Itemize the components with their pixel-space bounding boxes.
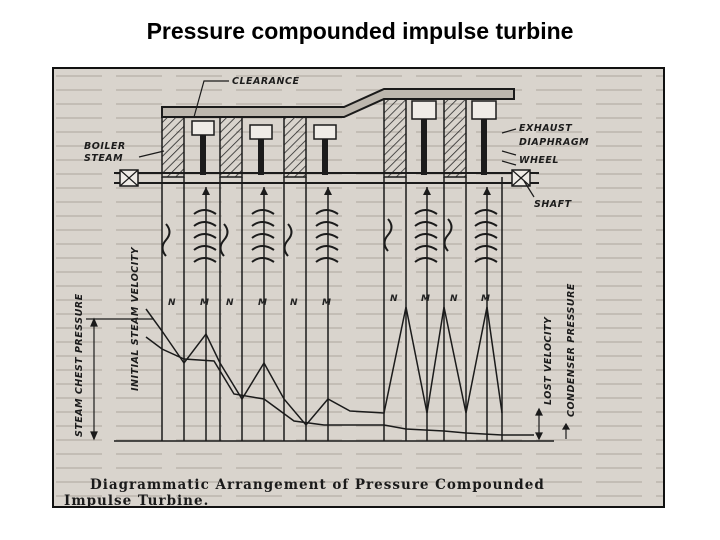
wheels [191, 100, 497, 175]
slide-title: Pressure compounded impulse turbine [146, 18, 574, 44]
initial-steam-velocity-label: INITIAL STEAM VELOCITY [130, 246, 141, 391]
moving-mark: M [322, 298, 331, 308]
diaphragms [161, 98, 467, 178]
nozzle-mark: N [168, 298, 176, 308]
boiler-steam-label-2: STEAM [84, 153, 123, 164]
diaphragm-label: DIAPHRAGM [519, 137, 589, 148]
dimension-lines [86, 317, 571, 441]
shaft-label: SHAFT [534, 199, 573, 210]
shaft [114, 169, 539, 187]
figure-caption-line2: Impulse Turbine. [64, 493, 209, 508]
moving-mark: M [481, 294, 490, 304]
turbine-diagram-svg: N M N M N M N M N M [54, 69, 663, 508]
wheel-label: WHEEL [519, 155, 559, 166]
leader-lines [138, 80, 535, 198]
nozzle-mark: N [290, 298, 298, 308]
figure-caption-line1: Diagrammatic Arrangement of Pressure Com… [90, 477, 545, 493]
turbine-diagram: N M N M N M N M N M [52, 67, 665, 508]
condenser-pressure-label: CONDENSER PRESSURE [566, 283, 577, 417]
boiler-steam-label-1: BOILER [84, 141, 126, 152]
moving-mark: M [258, 298, 267, 308]
paper-background [54, 69, 663, 506]
blades [161, 209, 498, 263]
nozzle-mark: N [226, 298, 234, 308]
nozzle-mark: N [450, 294, 458, 304]
lost-velocity-label: LOST VELOCITY [543, 316, 554, 405]
nozzle-mark: N [390, 294, 398, 304]
flow-arrows [202, 187, 491, 195]
steam-chest-pressure-label: STEAM CHEST PRESSURE [74, 293, 85, 437]
clearance-label: CLEARANCE [232, 76, 299, 87]
exhaust-label: EXHAUST [519, 123, 573, 134]
moving-mark: M [200, 298, 209, 308]
velocity-curve [145, 306, 503, 427]
pressure-curve [145, 336, 534, 436]
moving-mark: M [421, 294, 430, 304]
stage-markers: N M N M N M N M N M [168, 294, 490, 308]
